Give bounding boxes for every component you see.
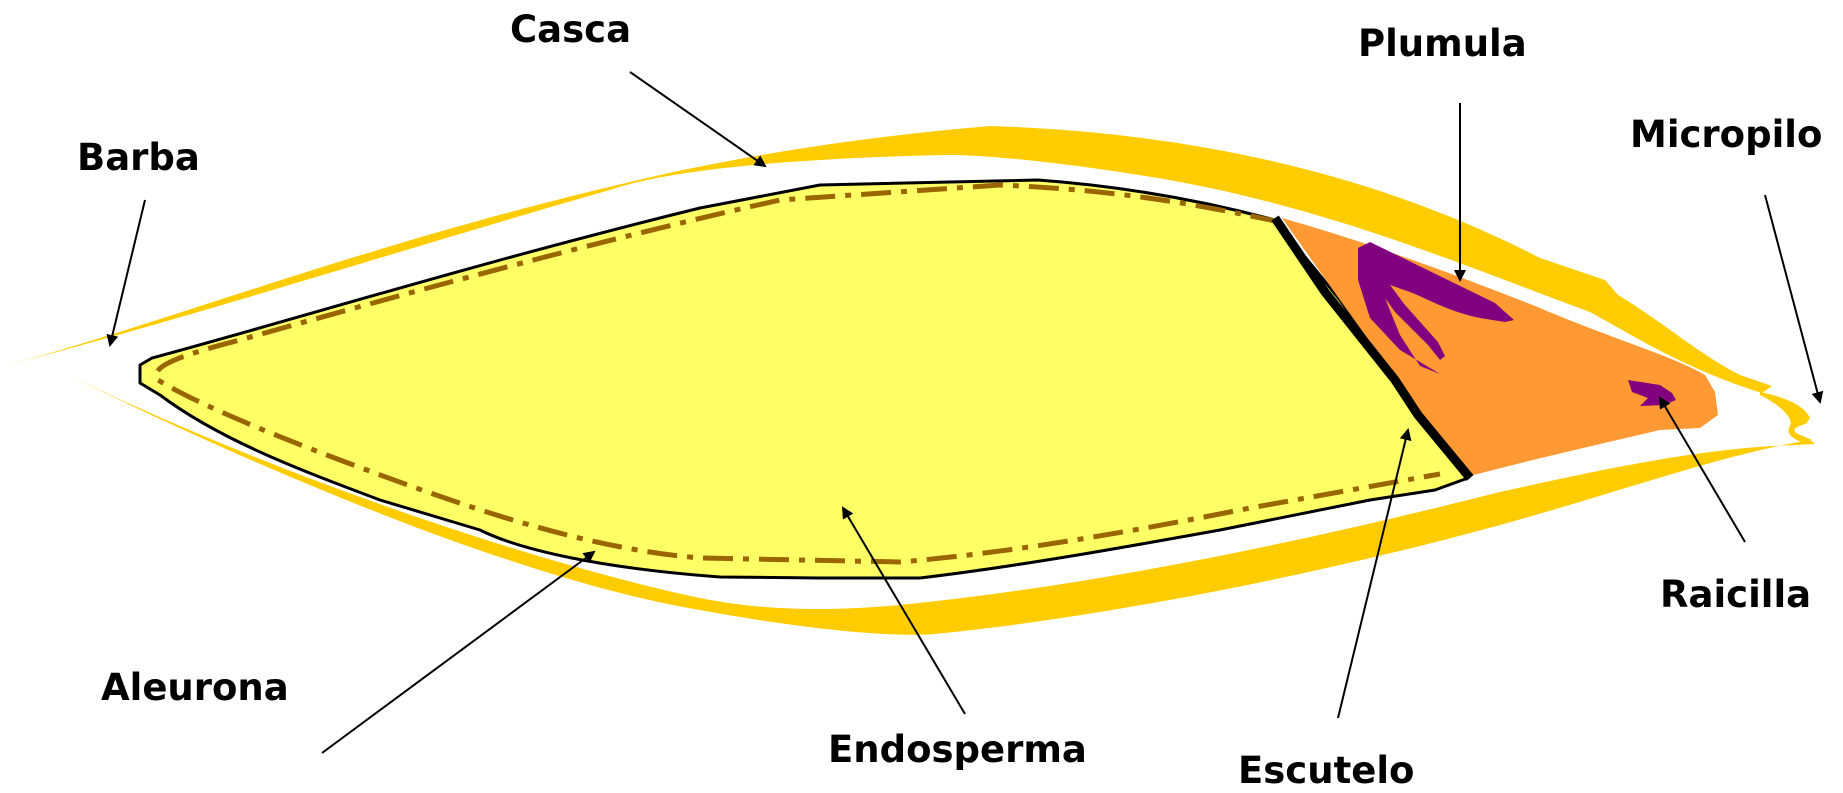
label-barba: Barba bbox=[77, 136, 200, 179]
arrow-micropilo bbox=[1765, 195, 1820, 402]
label-casca: Casca bbox=[510, 8, 631, 51]
label-aleurona: Aleurona bbox=[101, 666, 289, 709]
label-plumula: Plumula bbox=[1358, 22, 1527, 65]
label-micropilo: Micropilo bbox=[1630, 113, 1822, 156]
arrow-barba bbox=[110, 200, 145, 345]
label-raicilla: Raicilla bbox=[1660, 573, 1811, 616]
arrow-casca bbox=[630, 72, 765, 166]
endosperm-body bbox=[140, 180, 1468, 578]
micropyle-tip bbox=[1760, 392, 1812, 442]
label-escutelo: Escutelo bbox=[1238, 749, 1414, 792]
label-endosperma: Endosperma bbox=[828, 728, 1087, 771]
arrow-aleurona bbox=[322, 552, 594, 753]
